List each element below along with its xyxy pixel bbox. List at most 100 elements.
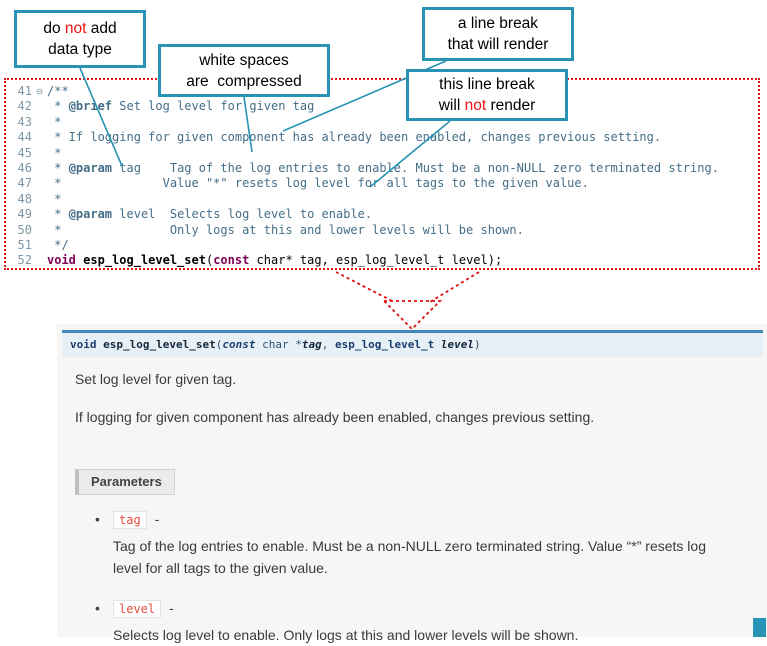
doc-body: Set log level for given tag. If logging … — [57, 370, 767, 646]
param-name-badge: tag — [113, 511, 147, 529]
code-line: 46 * @param tag Tag of the log entries t… — [6, 161, 758, 176]
code-text: */ — [47, 238, 69, 253]
rendered-docs-panel: void esp_log_level_set(const char *tag, … — [57, 324, 767, 643]
param-list: • tag - Tag of the log entries to enable… — [75, 511, 753, 646]
code-segment: , — [321, 338, 335, 351]
code-segment: @param — [68, 161, 113, 176]
code-segment: level Selects log level to enable. — [112, 207, 373, 222]
code-segment: char* tag, esp_log_level_t level); — [249, 253, 503, 268]
fold-gutter — [32, 238, 47, 253]
scrollbar-thumb[interactable] — [753, 618, 766, 637]
function-signature: void esp_log_level_set(const char *tag, … — [62, 330, 763, 357]
line-number: 50 — [17, 222, 32, 237]
code-segment: esp_log_level_set — [83, 253, 206, 268]
fold-gutter — [32, 223, 47, 238]
code-text: * — [47, 115, 61, 130]
fold-gutter — [32, 207, 47, 222]
code-text: /** — [47, 84, 69, 99]
code-line: 48 * — [6, 192, 758, 207]
code-segment: * Value "*" resets log level for all tag… — [47, 176, 589, 191]
code-segment: * — [47, 191, 62, 206]
code-segment: level — [440, 338, 475, 351]
fold-gutter — [32, 146, 47, 161]
line-number: 45 — [17, 145, 32, 160]
code-segment: * Only logs at this and lower levels wil… — [47, 222, 524, 237]
code-segment: void — [70, 338, 104, 351]
fold-gutter — [32, 130, 47, 145]
param-dash: - — [154, 511, 160, 527]
code-segment: char * — [255, 338, 302, 351]
line-number: 41 — [17, 84, 32, 98]
bullet-icon: • — [95, 600, 100, 616]
bullet-icon: • — [95, 511, 100, 527]
callout-line-break-not-render: this line break will not render — [406, 69, 568, 121]
code-segment: tag — [301, 338, 322, 351]
description-paragraph: If logging for given component has alrea… — [75, 409, 595, 425]
line-number: 47 — [17, 176, 32, 191]
code-text: * — [47, 192, 61, 207]
code-text: * @param tag Tag of the log entries to e… — [47, 161, 719, 176]
line-number: 43 — [17, 114, 32, 129]
code-segment: esp_log_level_t — [334, 338, 435, 351]
callout-do-not-add-data-type: do not add data type — [14, 10, 146, 68]
code-segment: esp_log_level_set — [103, 338, 216, 351]
callout-text: this line break — [439, 76, 535, 93]
code-lines: 41 ⊖ /** 42 * @brief Set log level for give… — [6, 84, 758, 268]
code-line: 43 * — [6, 115, 758, 130]
brief-paragraph: Set log level for given tag. — [75, 371, 237, 387]
collapse-icon[interactable]: ⊖ — [36, 85, 43, 98]
param-item-tag: • tag - Tag of the log entries to enable… — [95, 511, 753, 579]
code-line: 51 */ — [6, 238, 758, 253]
code-line: 41 ⊖ /** — [6, 84, 758, 99]
callout-text: a line break — [457, 15, 539, 32]
code-text: void esp_log_level_set(const char* tag, … — [47, 253, 502, 268]
code-segment: ( — [215, 338, 223, 351]
flow-arrow-right-edge — [429, 271, 480, 303]
code-line: 52 void esp_log_level_set(const char* ta… — [6, 253, 758, 268]
fold-gutter — [32, 192, 47, 207]
flow-arrow-left-edge — [335, 271, 395, 303]
line-number: 51 — [17, 238, 32, 253]
code-segment: const — [222, 338, 256, 351]
code-segment: /** — [47, 84, 69, 98]
code-text: * @brief Set log level for given tag — [47, 99, 314, 114]
red-emphasis: not — [64, 20, 87, 37]
parameters-heading: Parameters — [75, 469, 175, 495]
red-emphasis: not — [464, 97, 487, 114]
fold-gutter — [32, 99, 47, 114]
callout-whitespace-compressed: white spaces are compressed — [158, 44, 330, 97]
line-number: 49 — [17, 207, 32, 222]
callout-text: do not add — [43, 20, 117, 37]
fold-gutter — [32, 253, 47, 268]
line-number: 48 — [17, 191, 32, 206]
callout-text: will not render — [438, 97, 536, 114]
line-number: 42 — [17, 99, 32, 114]
callout-text: that will render — [447, 36, 549, 53]
code-segment: * — [47, 145, 62, 160]
param-dash: - — [169, 600, 174, 616]
line-number: 46 — [17, 161, 32, 176]
code-segment: tag Tag of the log entries to enable. Mu… — [112, 161, 719, 176]
fold-gutter — [32, 115, 47, 130]
code-segment: * — [47, 114, 62, 129]
param-description: Selects log level to enable. Only logs a… — [113, 627, 579, 643]
code-segment: * — [47, 161, 69, 176]
code-text: * Value "*" resets log level for all tag… — [47, 176, 589, 191]
line-number: 52 — [17, 253, 32, 268]
code-segment: Set log level for given tag — [112, 99, 315, 114]
param-description: Tag of the log entries to enable. Must b… — [113, 538, 706, 576]
line-number: 44 — [17, 130, 32, 145]
code-segment — [434, 338, 441, 351]
callout-line-break-renders: a line break that will render — [422, 7, 574, 61]
code-line: 44 * If logging for given component has … — [6, 130, 758, 145]
code-segment: @brief — [68, 99, 113, 114]
fold-gutter — [32, 176, 47, 191]
callout-text: data type — [48, 41, 112, 58]
code-segment: */ — [47, 238, 69, 253]
code-editor: 41 ⊖ /** 42 * @brief Set log level for give… — [4, 78, 760, 270]
code-text: * @param level Selects log level to enab… — [47, 207, 372, 222]
code-segment: * — [47, 99, 69, 114]
code-segment: ( — [205, 253, 214, 268]
code-segment: * — [47, 207, 69, 222]
callout-text: are compressed — [186, 72, 302, 90]
